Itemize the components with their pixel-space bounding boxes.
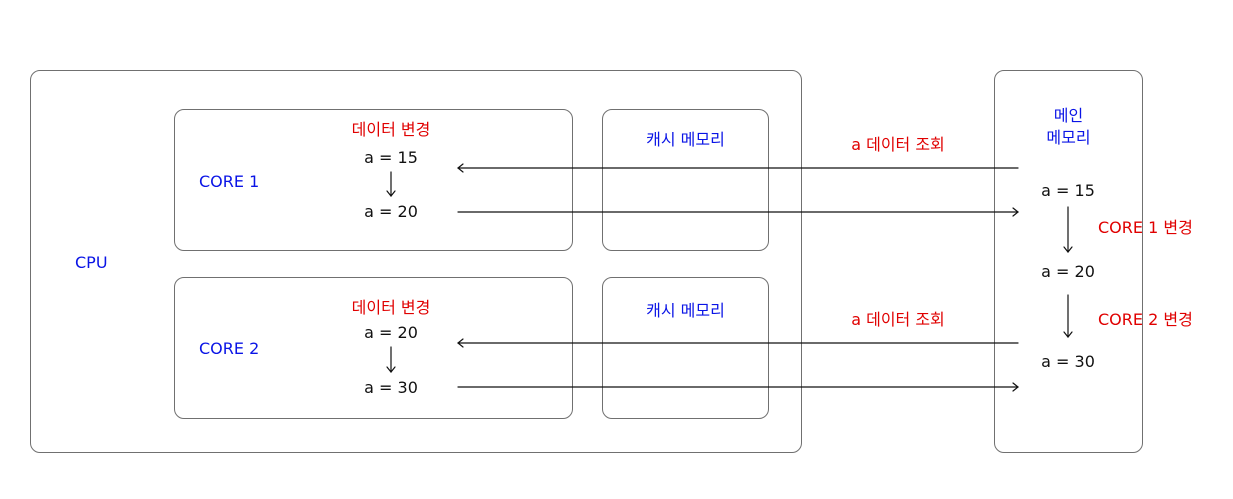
core-2-value-before: a = 20 bbox=[364, 323, 418, 342]
core-1-change-label: CORE 1 변경 bbox=[1098, 218, 1193, 237]
core-1-change-title: 데이터 변경 bbox=[351, 120, 431, 139]
core-1-box bbox=[174, 109, 573, 251]
cpu-label: CPU bbox=[75, 253, 108, 272]
main-memory-value-2: a = 20 bbox=[1041, 262, 1095, 281]
core-1-value-before: a = 15 bbox=[364, 148, 418, 167]
main-memory-label-line2: 메모리 bbox=[1046, 128, 1091, 147]
core-2-label: CORE 2 bbox=[199, 339, 260, 358]
main-memory-value-3: a = 30 bbox=[1041, 352, 1095, 371]
lookup-label-2: a 데이터 조회 bbox=[851, 310, 945, 329]
core-1-label: CORE 1 bbox=[199, 172, 260, 191]
core-1-cache-box bbox=[602, 109, 769, 251]
core-1-value-after: a = 20 bbox=[364, 202, 418, 221]
core-2-value-after: a = 30 bbox=[364, 378, 418, 397]
core-2-change-title: 데이터 변경 bbox=[351, 298, 431, 317]
core-2-cache-label: 캐시 메모리 bbox=[646, 301, 725, 320]
core-2-box bbox=[174, 277, 573, 419]
lookup-label-1: a 데이터 조회 bbox=[851, 135, 945, 154]
core-2-cache-box bbox=[602, 277, 769, 419]
core-2-change-label: CORE 2 변경 bbox=[1098, 310, 1193, 329]
main-memory-value-1: a = 15 bbox=[1041, 181, 1095, 200]
main-memory-label-line1: 메인 bbox=[1053, 106, 1084, 125]
core-1-cache-label: 캐시 메모리 bbox=[646, 130, 725, 149]
